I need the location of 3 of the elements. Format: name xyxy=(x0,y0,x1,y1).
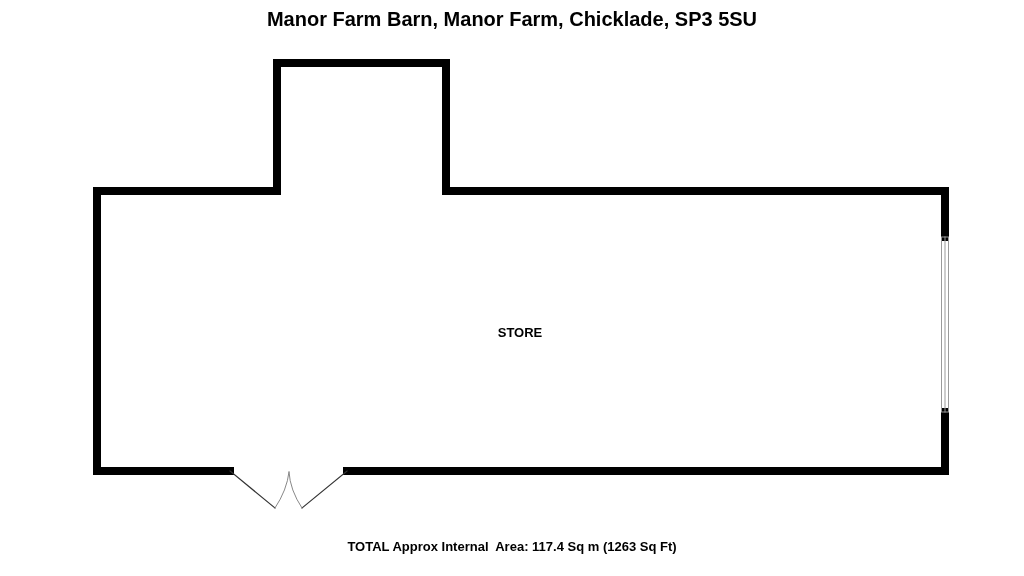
plan-title: Manor Farm Barn, Manor Farm, Chicklade, SP3 5SU xyxy=(266,8,758,30)
area-caption: TOTAL Approx Internal Area: 117.4 Sq m (1263 Sq Ft) xyxy=(347,539,677,554)
room-label: STORE xyxy=(497,324,543,340)
